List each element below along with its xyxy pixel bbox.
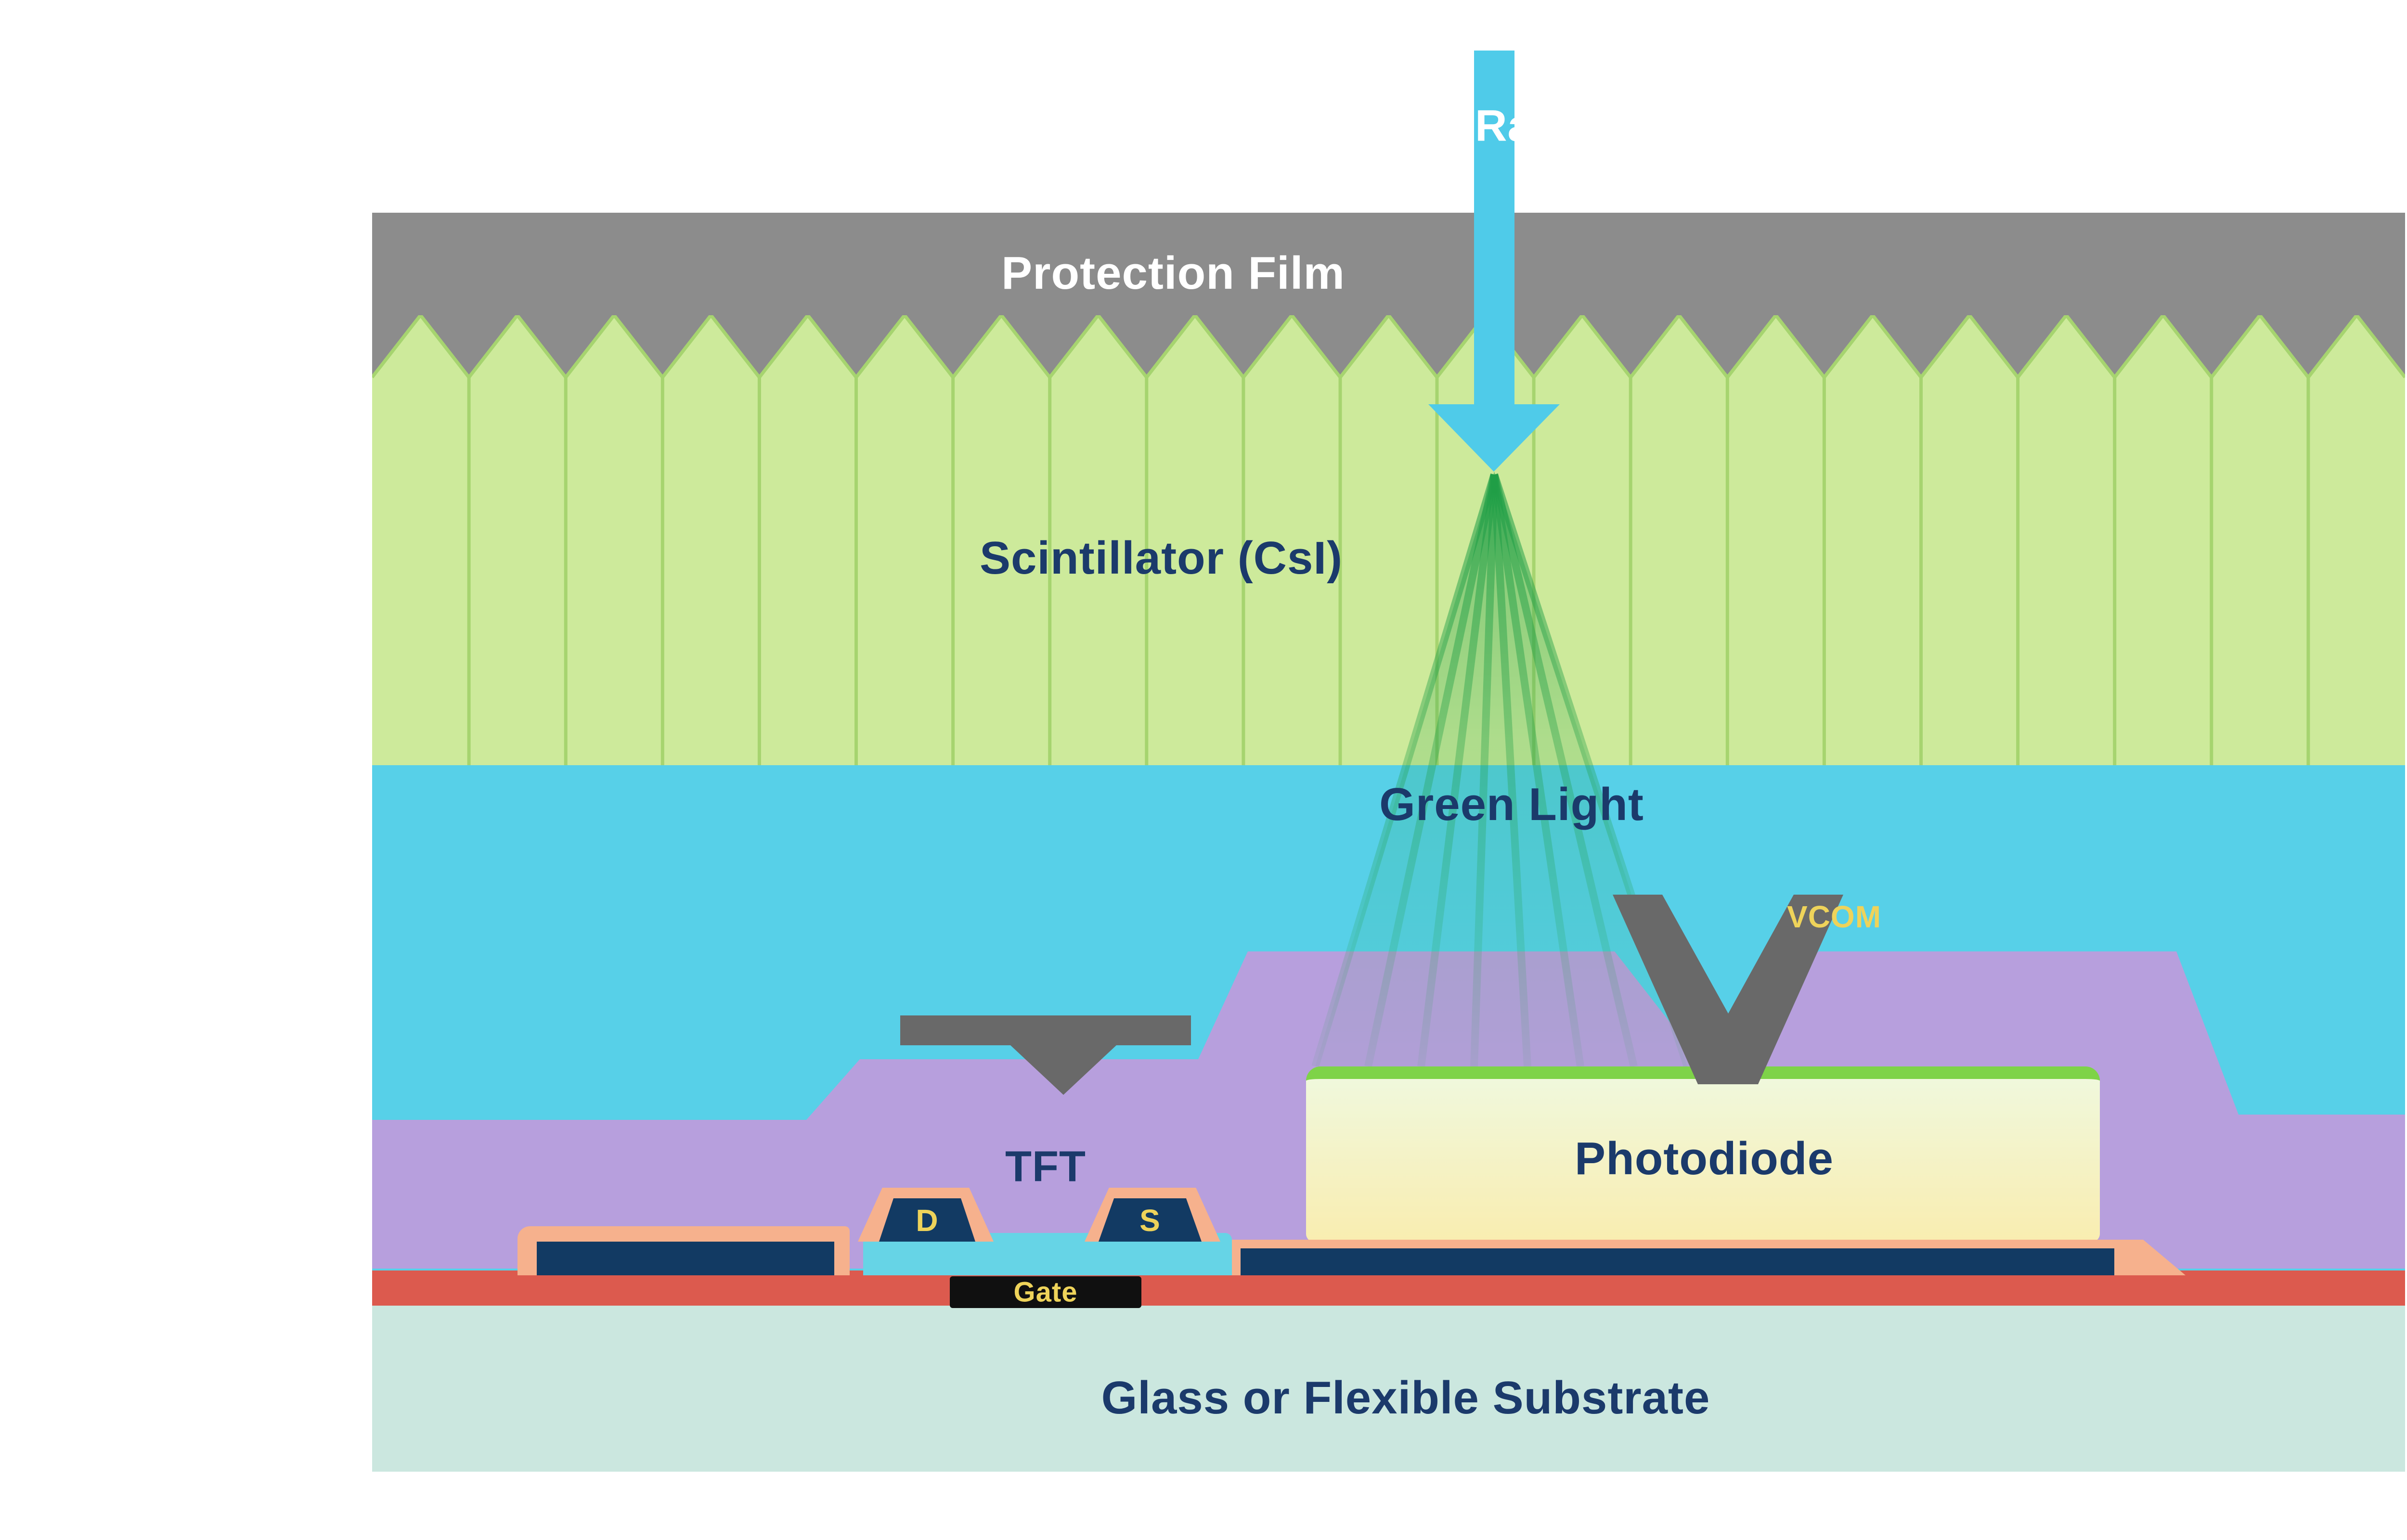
gate-label: Gate	[1013, 1276, 1078, 1308]
photodiode-label: Photodiode	[1575, 1133, 1834, 1184]
protection-film-label: Protection Film	[1001, 247, 1345, 299]
green-light-label: Green Light	[1379, 779, 1644, 830]
substrate-label: Glass or Flexible Substrate	[1101, 1372, 1710, 1424]
xray-beam-arrow	[1428, 51, 1560, 472]
substrate-layer	[372, 1306, 2405, 1472]
vcom-contact-shape	[1613, 895, 1843, 1084]
scintillator-label: Scintillator (CsI)	[979, 532, 1343, 584]
vcom-label: VCOM	[1787, 899, 1881, 934]
source-electrode	[1099, 1198, 1202, 1242]
xray-label: X-Ray	[1430, 101, 1558, 151]
photodiode-bottom-electrode	[1241, 1248, 2114, 1275]
drain-electrode	[879, 1198, 975, 1242]
tft-label: TFT	[1005, 1142, 1086, 1191]
scintillator-columnar-layer	[372, 315, 2405, 765]
bias-line-layer	[372, 1270, 2405, 1306]
gate-electrode	[950, 1276, 1141, 1308]
source-label: S	[1139, 1203, 1161, 1238]
metal-line-left	[537, 1242, 834, 1275]
drain-label: D	[916, 1203, 939, 1238]
